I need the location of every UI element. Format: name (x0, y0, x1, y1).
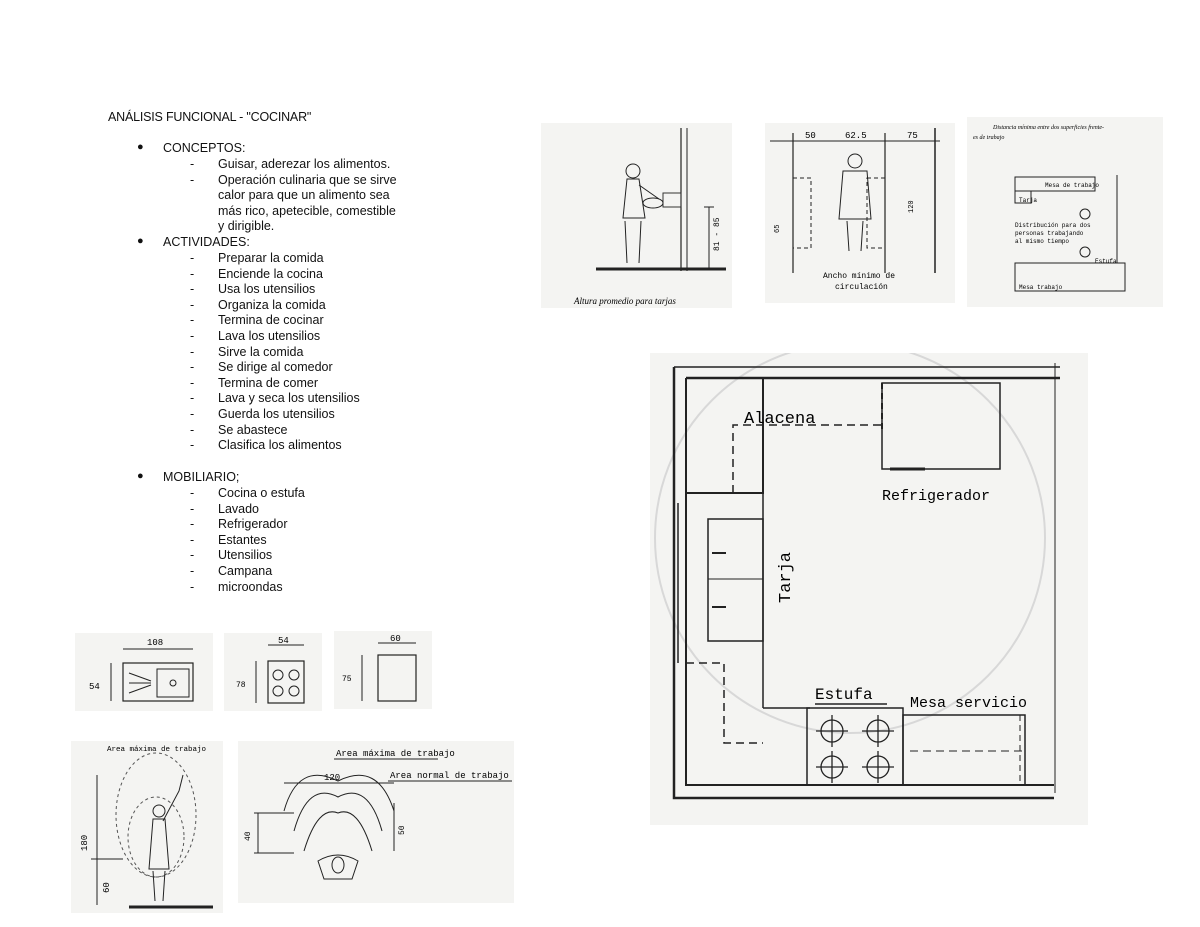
list-item: -Termina de cocinar (190, 313, 324, 328)
stove-plan-width: 54 (278, 636, 289, 646)
plan-label-mesa-servicio: Mesa servicio (910, 695, 1027, 712)
actividades-heading: ACTIVIDADES: (163, 235, 250, 249)
list-item: -Enciende la cocina (190, 266, 323, 281)
two-persons-top-text-1: Distancia mínima entre dos superficies f… (992, 124, 1104, 131)
kitchen-plan-drawing: Alacena Refrigerador Tarja Estufa Mesa s… (654, 353, 1060, 800)
reach-plan-label-max: Area máxima de trabajo (336, 749, 455, 759)
list-item: más rico, apetecible, comestible (218, 203, 396, 218)
list-item: -Preparar la comida (190, 251, 324, 265)
sink-plan-height: 54 (89, 682, 100, 692)
figure-reach-plan: Area máxima de trabajo Area normal de tr… (238, 741, 514, 903)
two-persons-estufa: Estufa (1095, 258, 1117, 265)
circulation-drawing: 50 62.5 75 65 120 Ancho mínimo de circul… (770, 128, 940, 292)
list-item: -Cocina o estufa (190, 486, 305, 500)
reach-person-dim-low: 60 (102, 882, 112, 893)
two-persons-note-2: personas trabajando (1015, 230, 1084, 237)
circulation-dim-1: 50 (805, 131, 816, 141)
figure-reach-person: Area máxima de trabajo 180 60 (71, 741, 223, 913)
reach-plan-dim-left: 40 (244, 831, 253, 841)
bullet-icon: ● (137, 470, 144, 482)
two-persons-top-text-2: es de trabajo (973, 135, 1004, 141)
two-persons-drawing: Distancia mínima entre dos superficies f… (973, 124, 1126, 292)
fridge-plan-width: 60 (390, 634, 401, 644)
figure-stove-plan: 54 78 (224, 633, 322, 711)
list-item: -Lava los utensilios (190, 328, 321, 343)
bullet-icon: ● (137, 235, 144, 247)
figure-two-persons: Distancia mínima entre dos superficies f… (967, 117, 1163, 307)
list-item: -Refrigerador (190, 517, 288, 532)
sink-height-drawing: 81 - 85 Altura promedio para tarjas (573, 128, 726, 306)
list-item: -Se abastece (190, 422, 288, 437)
list-item: -Sirve la comida (190, 344, 304, 359)
circulation-caption-1: Ancho mínimo de (823, 272, 895, 281)
list-item: -Clasifica los alimentos (190, 438, 342, 453)
list-item: -Guerda los utensilios (190, 406, 335, 421)
stove-plan-drawing: 54 78 (236, 636, 305, 704)
two-persons-note-1: Distribución para dos (1015, 222, 1091, 229)
conceptos-list: -Guisar, aderezar los alimentos. -Operac… (190, 157, 397, 235)
list-item: -Campana (190, 563, 273, 578)
circulation-side-dim-1: 65 (774, 225, 782, 233)
plan-label-tarja: Tarja (777, 552, 796, 603)
reach-person-drawing: Area máxima de trabajo 180 60 (80, 746, 213, 909)
sink-height-dim: 81 - 85 (713, 217, 722, 251)
list-item: -Usa los utensilios (190, 282, 316, 297)
figure-fridge-plan: 60 75 (334, 631, 432, 709)
list-item: -Operación culinaria que se sirve (190, 172, 397, 187)
figure-kitchen-plan: Alacena Refrigerador Tarja Estufa Mesa s… (650, 353, 1088, 825)
actividades-list: -Preparar la comida -Enciende la cocina … (190, 251, 360, 454)
circulation-caption-2: circulación (835, 283, 888, 292)
sink-plan-width: 108 (147, 638, 163, 648)
reach-plan-drawing: Area máxima de trabajo Area normal de tr… (244, 749, 512, 880)
list-item: -Organiza la comida (190, 297, 326, 312)
list-item: -Estantes (190, 532, 267, 547)
figure-circulation: 50 62.5 75 65 120 Ancho mínimo de circul… (765, 123, 955, 303)
reach-plan-label-normal: Area normal de trabajo (390, 771, 509, 781)
fridge-plan-height: 75 (342, 675, 352, 684)
plan-label-estufa: Estufa (815, 686, 873, 704)
mobiliario-heading: MOBILIARIO; (163, 470, 240, 484)
circulation-dim-2: 62.5 (845, 131, 867, 141)
plan-label-refrigerador: Refrigerador (882, 488, 990, 505)
reach-person-label: Area máxima de trabajo (107, 746, 207, 754)
stove-plan-height: 78 (236, 681, 246, 690)
list-item: -Utensilios (190, 548, 273, 563)
list-item: -Se dirige al comedor (190, 360, 333, 375)
list-item: -microondas (190, 579, 283, 594)
plan-label-alacena: Alacena (744, 410, 815, 429)
circulation-side-dim-2: 120 (908, 200, 916, 213)
conceptos-heading: CONCEPTOS: (163, 141, 246, 155)
reach-plan-dim-right: 50 (398, 825, 407, 835)
bullet-icon: ● (137, 141, 144, 153)
sink-height-caption: Altura promedio para tarjas (573, 296, 676, 306)
list-item: -Guisar, aderezar los alimentos. (190, 157, 391, 171)
two-persons-mesa: Mesa de trabajo (1045, 182, 1099, 189)
sink-plan-drawing: 108 54 (89, 638, 194, 702)
mobiliario-list: -Cocina o estufa -Lavado -Refrigerador -… (190, 486, 305, 595)
list-item: -Termina de comer (190, 375, 319, 390)
page-title: ANÁLISIS FUNCIONAL - "COCINAR" (108, 110, 312, 124)
figure-sink-plan: 108 54 (75, 633, 213, 711)
list-item: y dirigible. (218, 219, 275, 234)
two-persons-tarja: Tarja (1019, 197, 1037, 204)
list-item: calor para que un alimento sea (218, 188, 390, 203)
list-item: -Lava y seca los utensilios (190, 391, 360, 406)
two-persons-mesa-trabajo: Mesa trabajo (1019, 284, 1063, 291)
reach-person-dim-total: 180 (80, 835, 90, 851)
two-persons-note-3: al mismo tiempo (1015, 238, 1069, 245)
circulation-dim-3: 75 (907, 131, 918, 141)
list-item: -Lavado (190, 501, 260, 516)
figure-sink-height: 81 - 85 Altura promedio para tarjas (541, 123, 732, 308)
fridge-plan-drawing: 60 75 (342, 634, 417, 702)
